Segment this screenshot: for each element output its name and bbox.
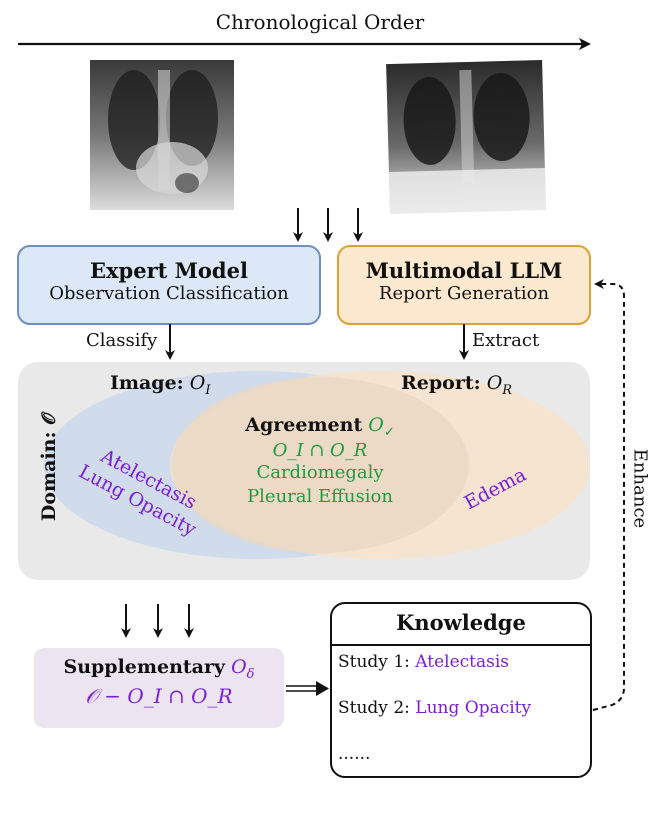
agreement-label: Agreement <box>245 414 363 436</box>
agreement-ellipse <box>172 377 468 553</box>
knowledge-study-1: Study 1: Atelectasis <box>338 652 509 672</box>
output-arrows-bottom <box>121 604 194 638</box>
expert-model-subtitle: Observation Classification <box>49 283 289 304</box>
knowledge-study-2: Study 2: Lung Opacity <box>338 698 531 718</box>
timeline-label: Chronological Order <box>215 10 425 34</box>
mllm-title: Multimodal LLM <box>365 258 563 283</box>
knowledge-study-prefix: Study 2: <box>338 698 410 718</box>
supplementary-symbol: O <box>231 656 247 678</box>
knowledge-ellipsis: ...... <box>338 744 371 764</box>
report-set-subscript: R <box>502 382 513 398</box>
supplementary-box <box>34 648 284 728</box>
image-set-symbol: O <box>189 372 206 394</box>
chest-xray-2-image <box>386 59 546 215</box>
mllm-subtitle: Report Generation <box>378 283 550 304</box>
extract-label: Extract <box>472 330 540 351</box>
knowledge-study-prefix: Study 1: <box>338 652 410 672</box>
agreement-item: Cardiomegaly <box>256 461 384 483</box>
agreement-block: Agreement O✓ O_I ∩ O_R Cardiomegaly Pleu… <box>200 414 440 509</box>
to-knowledge-arrow <box>286 681 329 696</box>
agreement-symbol: O <box>368 414 384 436</box>
report-set-symbol: O <box>486 372 503 394</box>
enhance-feedback-arrow <box>592 279 625 711</box>
agreement-subscript: ✓ <box>383 424 395 440</box>
classify-label: Classify <box>86 330 158 351</box>
input-arrows-top <box>293 208 363 242</box>
supplementary-formula: 𝒪 − O_I ∩ O_R <box>85 683 233 708</box>
knowledge-study-finding: Atelectasis <box>415 652 510 672</box>
domain-label: Domain: 𝒪 <box>38 412 60 522</box>
image-set-label: Image: OI <box>110 372 210 398</box>
expert-model-title: Expert Model <box>90 258 248 283</box>
supplementary-text: Supplementary Oδ 𝒪 − O_I ∩ O_R <box>34 656 284 708</box>
supplementary-heading: Supplementary Oδ <box>34 656 284 682</box>
report-set-label-text: Report: <box>401 372 481 394</box>
knowledge-box <box>330 602 592 778</box>
report-set-label: Report: OR <box>401 372 512 398</box>
enhance-label: Enhance <box>629 448 651 529</box>
knowledge-study-finding: Lung Opacity <box>415 698 532 718</box>
agreement-item: Pleural Effusion <box>247 485 393 507</box>
expert-model-text: Expert Model Observation Classification <box>18 258 320 304</box>
image-set-label-text: Image: <box>110 372 184 394</box>
agreement-formula: O_I ∩ O_R <box>272 439 368 461</box>
chest-xray-1-image <box>90 60 234 210</box>
image-set-subscript: I <box>205 382 211 398</box>
supplementary-subscript: δ <box>246 666 255 682</box>
knowledge-title: Knowledge <box>396 610 526 635</box>
mllm-text: Multimodal LLM Report Generation <box>338 258 590 304</box>
agreement-heading: Agreement O✓ <box>200 414 440 440</box>
supplementary-label: Supplementary <box>63 656 226 678</box>
